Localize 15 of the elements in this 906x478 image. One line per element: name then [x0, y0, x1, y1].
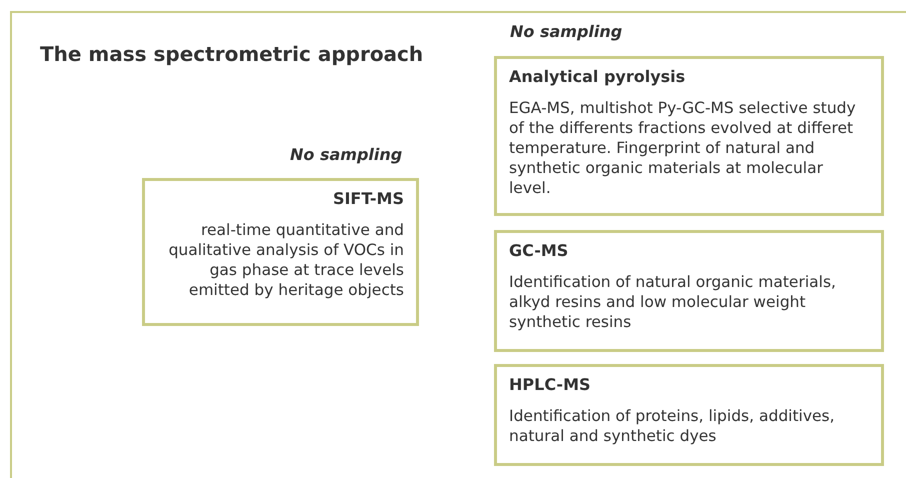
- info-card: [494, 56, 884, 216]
- side-note: No sampling: [290, 145, 402, 164]
- card-heading: GC-MS: [509, 241, 570, 260]
- card-heading: HPLC-MS: [509, 375, 592, 394]
- card-text: real-time quantitative and qualitative analysis of VOCs in gas phase at trace levels emitted by heritage objects: [168, 220, 404, 300]
- card-heading: SIFT-MS: [332, 189, 404, 208]
- card-text: Identification of proteins, lipids, additives, natural and synthetic dyes: [509, 406, 836, 446]
- info-card: [142, 178, 419, 326]
- diagram-title: The mass spectrometric approach: [40, 42, 424, 66]
- info-card: [494, 364, 884, 466]
- card-text: Identification of natural organic materials, alkyd resins and low molecular weight synthetic resins: [509, 272, 837, 332]
- card-text: EGA-MS, multishot Py-GC-MS selective study of the differents fractions evolved at differet temperature. Fingerprint of natural and synthetic organic materials at molecular level.: [509, 98, 857, 198]
- side-note: No sampling: [510, 22, 622, 41]
- card-heading: Analytical pyrolysis: [509, 67, 686, 86]
- info-card: [494, 230, 884, 352]
